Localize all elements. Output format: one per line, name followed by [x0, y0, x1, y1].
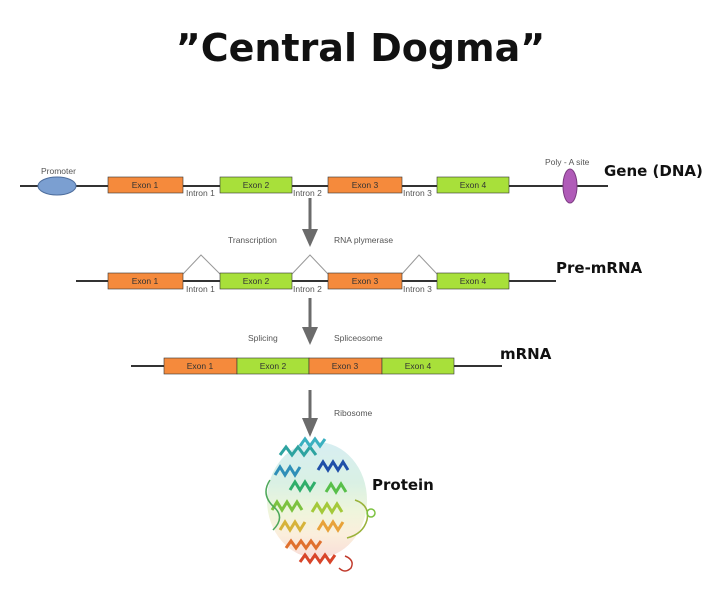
polya-label: Poly - A site [545, 157, 590, 167]
gene-exon-4-label: Exon 4 [460, 180, 487, 190]
premrna-intron-3-label: Intron 3 [403, 284, 432, 294]
gene-intron-3-label: Intron 3 [403, 188, 432, 198]
premrna-row: Exon 1 Exon 2 Exon 3 Exon 4 Intron 1 Int… [76, 254, 643, 294]
translation-arrow [302, 390, 318, 437]
premrna-intron-1-label: Intron 1 [186, 284, 215, 294]
premrna-exon-2 [219, 272, 293, 290]
gene-label: Gene (DNA) [604, 162, 703, 180]
splicing-label: Splicing [248, 333, 278, 343]
gene-exon-4 [436, 176, 510, 194]
mrna-exon-4 [381, 357, 455, 375]
premrna-exon-4-label: Exon 4 [460, 276, 487, 286]
protein-label: Protein [372, 476, 434, 494]
gene-exon-1-label: Exon 1 [132, 180, 159, 190]
rna-polymerase-label: RNA plymerase [334, 235, 393, 245]
spliceosome-label: Spliceosome [334, 333, 383, 343]
gene-row: Promoter Poly - A site Gene (DNA) Exon 1… [20, 157, 703, 204]
premrna-exon-1 [107, 272, 184, 290]
premrna-exon-2-label: Exon 2 [243, 276, 270, 286]
premrna-exon-1-label: Exon 1 [132, 276, 159, 286]
gene-intron-1-label: Intron 1 [186, 188, 215, 198]
gene-exon-3 [327, 176, 403, 194]
page-title: ”Central Dogma” [175, 26, 546, 70]
ribosome-label: Ribosome [334, 408, 373, 418]
premrna-label: Pre-mRNA [556, 259, 643, 277]
transcription-arrow [302, 198, 318, 247]
mrna-exon-4-label: Exon 4 [405, 361, 432, 371]
promoter-label: Promoter [41, 166, 76, 176]
mrna-exon-1-label: Exon 1 [187, 361, 214, 371]
gene-intron-2-label: Intron 2 [293, 188, 322, 198]
polya-shape [562, 168, 578, 204]
premrna-exon-4 [436, 272, 510, 290]
protein-structure-image [265, 436, 376, 572]
mrna-exon-2-label: Exon 2 [260, 361, 287, 371]
transcription-label: Transcription [228, 235, 277, 245]
premrna-intron-2-label: Intron 2 [293, 284, 322, 294]
splicing-arrow [302, 298, 318, 345]
premrna-exon-3-label: Exon 3 [352, 276, 379, 286]
gene-exon-2 [219, 176, 293, 194]
gene-exon-3-label: Exon 3 [352, 180, 379, 190]
mrna-exon-3-label: Exon 3 [332, 361, 359, 371]
promoter-shape [37, 176, 77, 196]
premrna-intron-1-loop [182, 254, 221, 275]
premrna-intron-3-loop [401, 254, 438, 275]
mrna-row: Exon 1 Exon 2 Exon 3 Exon 4 mRNA [131, 345, 552, 375]
premrna-intron-2-loop [291, 254, 329, 275]
gene-exon-1 [107, 176, 184, 194]
mrna-label: mRNA [500, 345, 552, 363]
premrna-exon-3 [327, 272, 403, 290]
gene-exon-2-label: Exon 2 [243, 180, 270, 190]
